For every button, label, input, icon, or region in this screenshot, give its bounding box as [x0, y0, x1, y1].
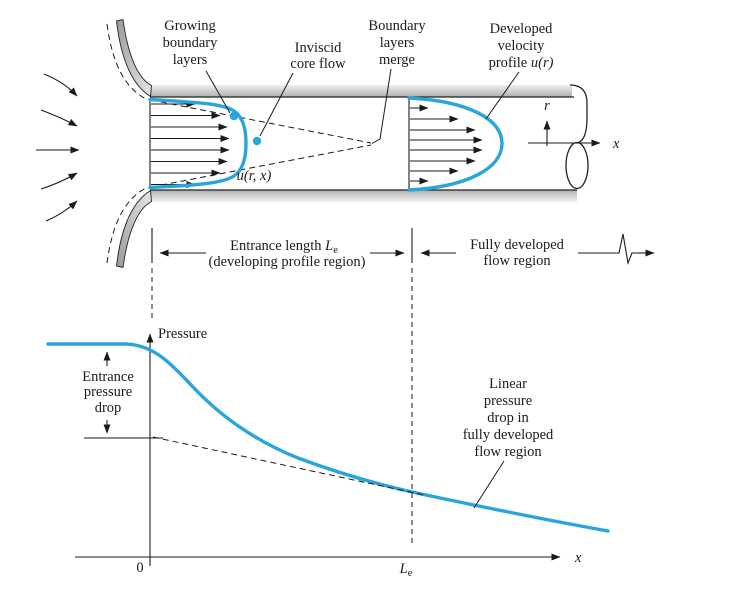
bell-top-dashed-streamline — [106, 23, 148, 100]
merge-label-line1: Boundary — [368, 18, 426, 34]
pipe-x-axis-label: x — [612, 136, 620, 152]
inviscid-pointer-dot — [252, 136, 262, 146]
linear-extrapolation-dashed-line — [152, 436, 425, 496]
boundary-layers-merge-label: Boundary layers merge — [368, 18, 426, 144]
developed-label-line1: Developed — [490, 21, 554, 37]
developed-profile-curve — [407, 96, 504, 192]
entrance-length-label: Entrance length Le — [230, 238, 338, 256]
entrance-drop-label-line1: Entrance — [82, 369, 134, 385]
boundary-layer-dashed-bottom — [150, 144, 372, 188]
inflow-arrow — [43, 73, 78, 97]
r-axis-label: r — [544, 98, 550, 114]
merge-label-line3: merge — [379, 52, 415, 68]
developed-label-line2: velocity — [498, 38, 545, 54]
fully-developed-label-line2: flow region — [483, 253, 551, 269]
growing-leader-line — [205, 70, 231, 114]
inviscid-label-line2: core flow — [290, 56, 346, 72]
merge-label-line2: layers — [380, 35, 415, 51]
linear-drop-label-line1: Linear — [489, 376, 527, 392]
growing-label-line2: boundary — [163, 35, 219, 51]
inflow-arrows — [36, 73, 80, 222]
inflow-arrow — [45, 200, 78, 222]
inlet-profile-label: u(r, x) — [237, 168, 272, 184]
entrance-length-sublabel: (developing profile region) — [208, 254, 365, 270]
pipe-bottom-wall — [150, 190, 577, 202]
bell-bottom-dashed-streamline — [106, 187, 148, 264]
developed-label-line3: profile u(r) — [489, 55, 554, 71]
inviscid-leader-line — [259, 72, 294, 137]
developed-velocity-profile — [407, 96, 504, 192]
pressure-axis-label: Pressure — [158, 326, 207, 342]
growing-pointer-dot — [229, 111, 239, 121]
developed-leader-line — [485, 71, 520, 120]
growing-label-line1: Growing — [164, 18, 216, 34]
pipe-top-wall — [150, 85, 572, 97]
origin-label: 0 — [136, 560, 143, 576]
plot-x-axis-label: x — [574, 550, 582, 566]
linear-drop-label-line5: flow region — [474, 444, 542, 460]
inlet-profile-curve — [148, 97, 248, 190]
axis-break-symbol — [578, 233, 638, 266]
inlet-velocity-profile — [148, 97, 248, 190]
entrance-drop-label-line3: drop — [95, 400, 122, 416]
developed-profile-label: Developed velocity profile u(r) — [485, 21, 554, 120]
inflow-arrow — [40, 172, 78, 190]
fully-developed-label-line1: Fully developed — [470, 237, 565, 253]
merge-leader-line — [371, 68, 392, 144]
inviscid-core-flow-label: Inviscid core flow — [252, 40, 346, 146]
inflow-arrow — [40, 109, 78, 127]
le-label: Le — [399, 561, 413, 579]
bell-mouth-bottom — [116, 189, 152, 269]
linear-drop-label-line2: pressure — [484, 393, 532, 409]
pipe-end-cap — [569, 84, 588, 144]
growing-boundary-layers-label: Growing boundary layers — [163, 18, 239, 121]
growing-label-line3: layers — [173, 52, 208, 68]
bell-mouth-top — [116, 18, 152, 98]
linear-drop-label-line3: drop in — [487, 410, 529, 426]
inviscid-label-line1: Inviscid — [295, 40, 342, 56]
pipe-cross-section-ellipse — [565, 141, 589, 190]
boundary-layer-dashed-top — [150, 99, 372, 144]
entrance-drop-label-line2: pressure — [84, 384, 132, 400]
pressure-plot: Pressure x 0 Le Entrance pressure drop L… — [46, 326, 610, 579]
region-annotations: Entrance length Le (developing profile r… — [151, 228, 655, 270]
linear-drop-label-line4: fully developed — [463, 427, 554, 443]
linear-drop-leader-line — [473, 460, 505, 509]
pressure-curve — [46, 342, 610, 533]
